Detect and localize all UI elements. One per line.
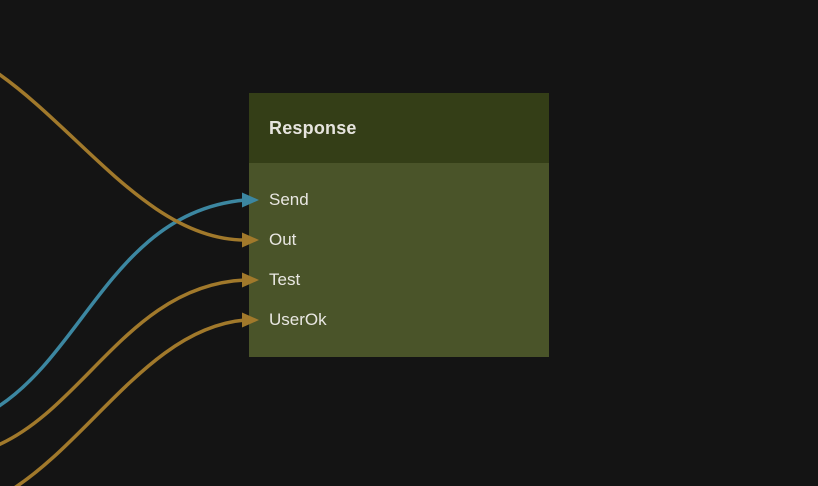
input-row-send: Send <box>249 180 549 220</box>
node-body: Send Out Test UserOk <box>249 163 549 357</box>
input-row-out: Out <box>249 220 549 260</box>
edge-to-send[interactable] <box>0 198 247 408</box>
edge-to-out[interactable] <box>0 72 247 242</box>
input-row-test: Test <box>249 260 549 300</box>
input-label-send: Send <box>269 190 309 209</box>
node-header[interactable]: Response <box>249 93 549 163</box>
edge-to-userok[interactable] <box>8 318 247 486</box>
edge-to-test[interactable] <box>0 278 247 447</box>
input-label-userok: UserOk <box>269 310 327 329</box>
node-title: Response <box>269 117 357 138</box>
node-response[interactable]: Response Send Out Test UserOk <box>249 93 549 357</box>
input-label-test: Test <box>269 270 301 289</box>
input-label-out: Out <box>269 230 297 249</box>
input-row-userok: UserOk <box>249 300 549 340</box>
